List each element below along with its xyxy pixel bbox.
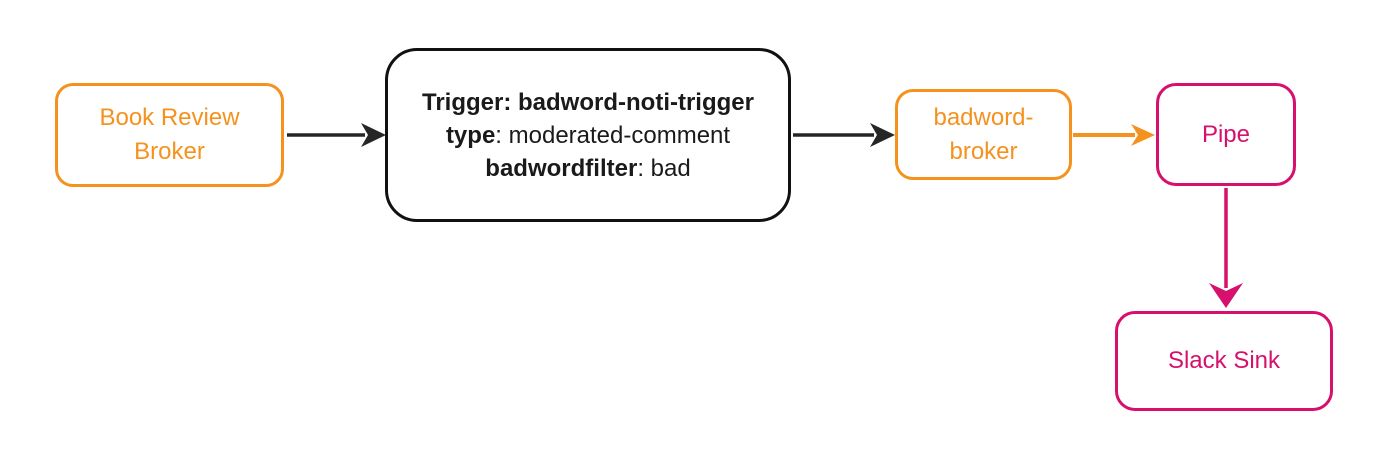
trigger-type-value: : moderated-comment xyxy=(495,121,731,149)
trigger-line-1: Trigger: badword-noti-trigger xyxy=(422,86,754,119)
arrowhead-icon xyxy=(870,123,895,147)
node-book-review-broker: Book Review Broker xyxy=(55,83,284,187)
node-pipe: Pipe xyxy=(1156,83,1296,186)
node-slack-sink-label: Slack Sink xyxy=(1167,347,1281,374)
edge-trigger-to-badword-broker xyxy=(793,123,895,147)
arrowhead-icon xyxy=(1209,283,1243,308)
edge-pipe-to-slack-sink xyxy=(1209,188,1243,308)
trigger-type-key: type xyxy=(445,121,496,149)
trigger-filter-value: : bad xyxy=(637,154,691,182)
node-book-review-broker-label: Book Review Broker xyxy=(99,104,240,165)
trigger-name-text: Trigger: badword-noti-trigger xyxy=(422,88,754,116)
node-badword-broker-label: badword-broker xyxy=(933,103,1034,165)
node-pipe-label: Pipe xyxy=(1201,120,1251,148)
trigger-line-3: badwordfilter: bad xyxy=(485,152,690,185)
node-trigger: Trigger: badword-noti-trigger type: mode… xyxy=(385,48,791,222)
edge-book-review-broker-to-trigger xyxy=(287,123,386,147)
node-badword-broker: badword-broker xyxy=(895,89,1072,180)
node-slack-sink: Slack Sink xyxy=(1115,311,1333,411)
arrowhead-icon xyxy=(1131,124,1155,146)
edge-badword-broker-to-pipe xyxy=(1073,124,1155,146)
arrowhead-icon xyxy=(361,123,386,147)
trigger-line-2: type: moderated-comment xyxy=(446,119,730,152)
trigger-filter-key: badwordfilter xyxy=(485,154,638,182)
